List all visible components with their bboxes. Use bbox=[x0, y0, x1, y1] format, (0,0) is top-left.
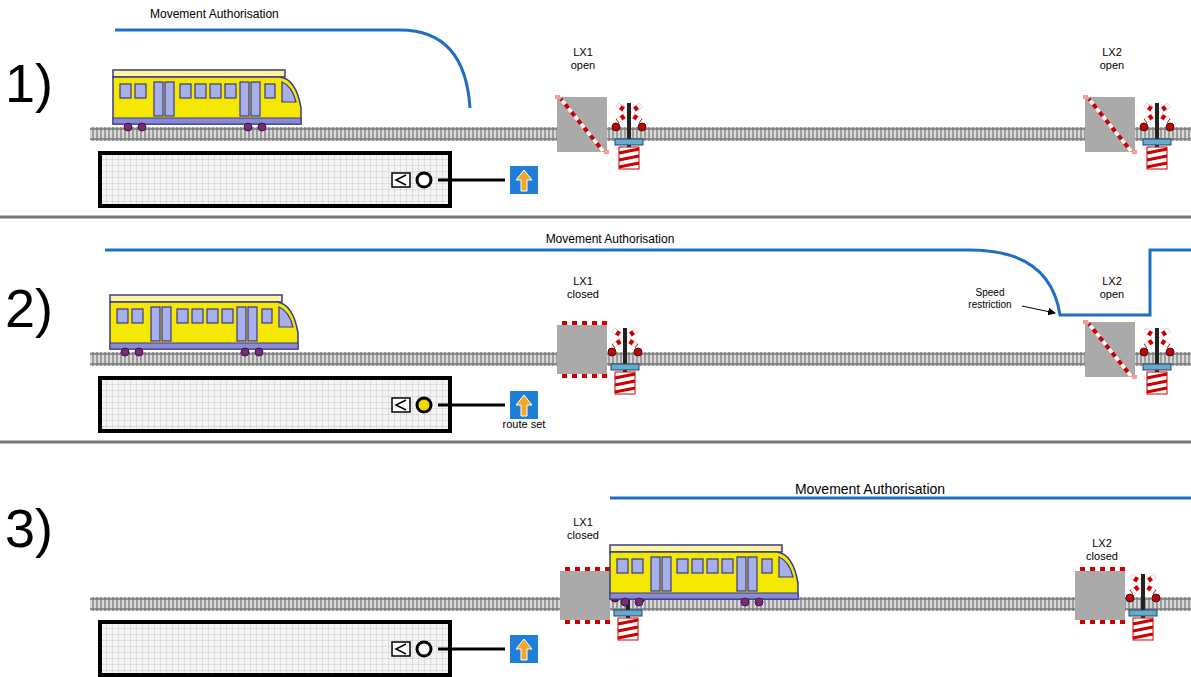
route-label: route set bbox=[503, 418, 546, 431]
authorisation-label: Movement Authorisation bbox=[150, 8, 279, 22]
crossing-label: LX1 open bbox=[561, 46, 605, 71]
speed-restriction-label: Speed restriction bbox=[958, 287, 1022, 310]
crossing-label: LX2 open bbox=[1090, 46, 1134, 71]
panel-number: 2) bbox=[5, 277, 53, 339]
authorisation-label: Movement Authorisation bbox=[795, 481, 945, 497]
crossing-label: LX1 closed bbox=[558, 275, 608, 300]
crossing-label: LX2 closed bbox=[1077, 537, 1127, 562]
panel-number: 3) bbox=[5, 497, 53, 559]
crossing-label: LX1 closed bbox=[558, 516, 608, 541]
panel-number: 1) bbox=[5, 52, 53, 114]
crossing-label: LX2 open bbox=[1090, 275, 1134, 300]
authorisation-label: Movement Authorisation bbox=[546, 233, 675, 247]
